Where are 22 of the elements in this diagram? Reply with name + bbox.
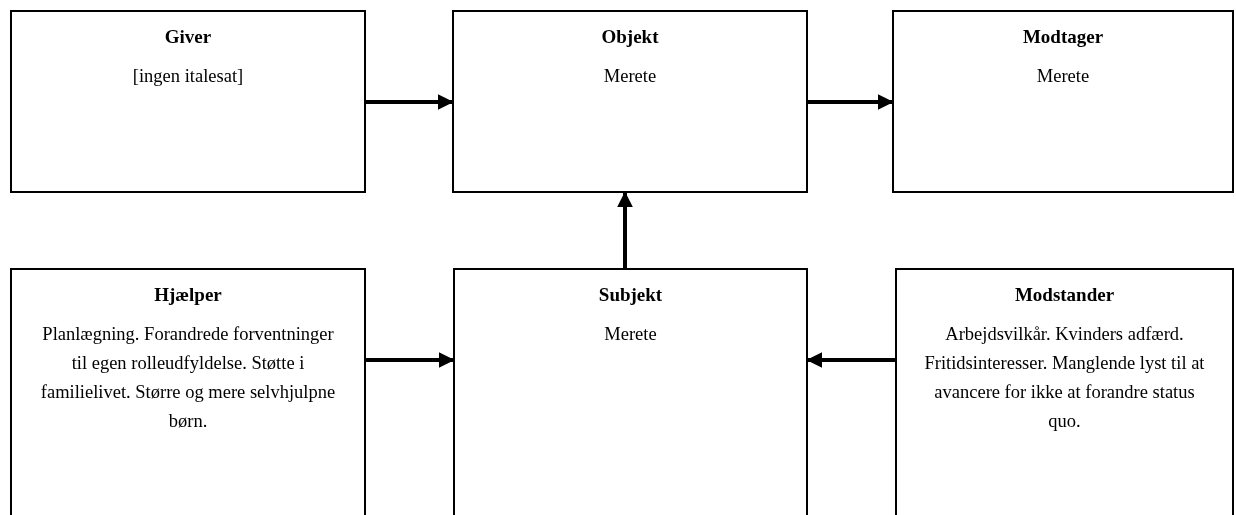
box-text: Merete xyxy=(1035,65,1091,88)
arrow xyxy=(808,94,894,110)
actant-box xyxy=(453,268,808,515)
actant-box xyxy=(895,268,1234,515)
box-heading: Subjekt xyxy=(597,284,664,306)
arrow xyxy=(617,191,633,268)
box-text: [ingen italesat] xyxy=(131,65,245,88)
arrow xyxy=(366,94,454,110)
box-heading: Giver xyxy=(163,26,213,48)
box-heading: Hjælper xyxy=(153,284,223,306)
actant-box xyxy=(10,10,366,193)
box-text: Planlægning. Forandrede forventninger til egen rolleudfyldelse. Støtte i familielivet. Større og mere selvhjulpne børn. xyxy=(39,323,337,433)
box-heading: Modtager xyxy=(1021,26,1105,48)
box-heading: Objekt xyxy=(600,26,660,48)
box-heading: Modstander xyxy=(1013,284,1116,306)
actant-box xyxy=(892,10,1234,193)
box-text: Arbejdsvilkår. Kvinders adfærd. Fritidsinteresser. Manglende lyst til at avancere for ikke at forandre status quo. xyxy=(923,323,1206,433)
arrow xyxy=(366,352,455,368)
actant-box xyxy=(10,268,366,515)
box-text: Merete xyxy=(602,65,658,88)
box-text: Merete xyxy=(603,323,658,346)
actant-box xyxy=(452,10,808,193)
